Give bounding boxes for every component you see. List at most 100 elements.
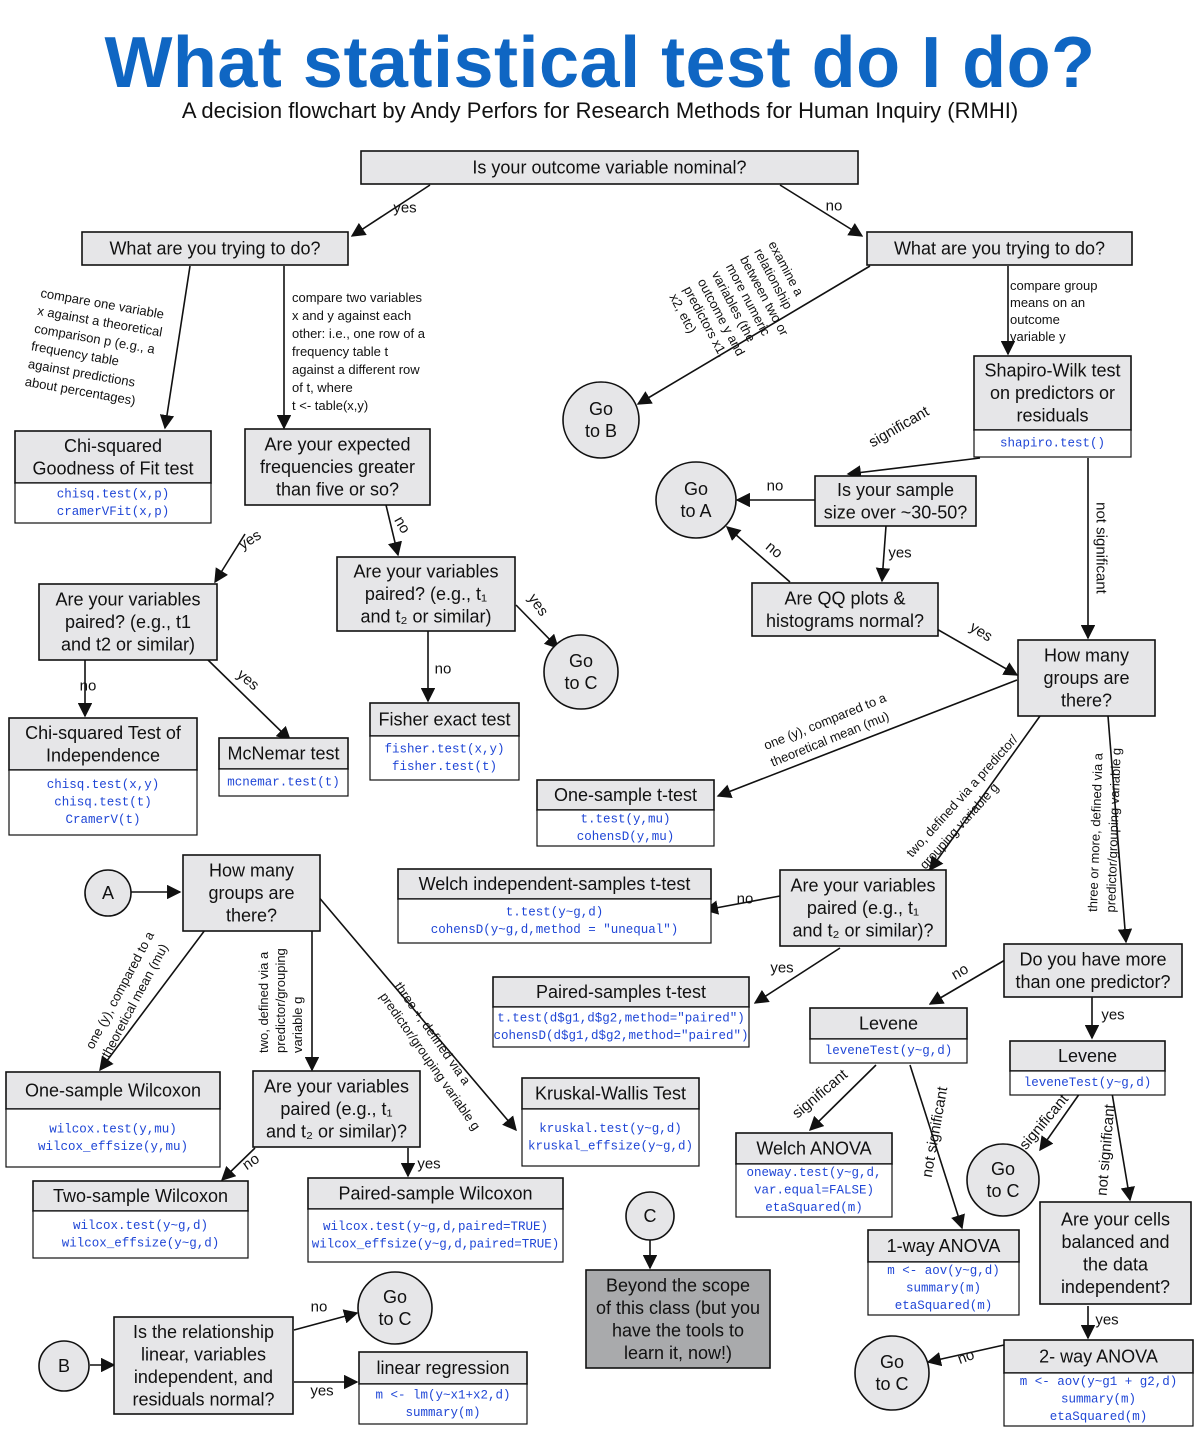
flow-arrow: [1039, 1092, 1081, 1152]
paired-sample-wilcoxon-text: Paired-sample Wilcoxon: [338, 1184, 532, 1204]
connector-b-circle-text: B: [58, 1356, 70, 1376]
one-way-anova-code: summary(m): [906, 1282, 981, 1296]
three-or-more-right-note-line: three or more, defined via a: [1085, 752, 1106, 912]
yes-label: yes: [888, 545, 911, 562]
yes-label: yes: [770, 960, 793, 977]
one-sample-wilcoxon-text: One-sample Wilcoxon: [25, 1081, 201, 1101]
flow-arrow: [207, 659, 292, 742]
mcnemar-test-code-box: [218, 768, 349, 797]
levene-test-one-text: Levene: [859, 1014, 918, 1034]
yes-label: yes: [417, 1156, 440, 1173]
paired-left-question-box: [38, 583, 218, 661]
more-predictors-question-box: [1003, 943, 1183, 998]
nominal-goal-question-box: [81, 231, 349, 266]
yes-label: yes: [524, 591, 551, 620]
paired-middle-question-text: and t₂ or similar): [360, 607, 491, 627]
linear-regression-box: [358, 1351, 528, 1385]
goto-b-circle-text: Go: [589, 399, 613, 419]
beyond-scope-box-text: of this class (but you: [596, 1298, 760, 1318]
two-way-anova-code-box: [1003, 1372, 1194, 1427]
root-question-box: [360, 150, 859, 185]
not-significant-label: not significant: [1093, 502, 1110, 595]
goto-a-circle-text: Go: [684, 479, 708, 499]
flow-arrow: [808, 1064, 877, 1132]
one-way-anova-code-box: [867, 1261, 1020, 1316]
groups-count-left-question-text: How many: [209, 861, 294, 881]
levene-test-one-box: [809, 1007, 968, 1040]
no-label: no: [435, 661, 452, 678]
kruskal-wallis-test-code: kruskal.test(y~g,d): [539, 1122, 682, 1136]
chi-squared-independence-text: Chi-squared Test of: [25, 723, 182, 743]
goto-c-circle: [854, 1335, 930, 1411]
sample-size-question-text: size over ~30-50?: [824, 502, 968, 522]
levene-test-two-text: Levene: [1058, 1046, 1117, 1066]
groups-count-left-question-box: [182, 854, 321, 932]
welch-t-test-code-box: [397, 898, 712, 944]
goto-c-circle-text: Go: [991, 1159, 1015, 1179]
paired-nonparametric-question-text: Are your variables: [264, 1077, 409, 1097]
chi-squared-independence-code-box: [8, 769, 198, 836]
groups-count-right-question-text: groups are: [1043, 668, 1129, 688]
flow-arrow: [385, 504, 402, 557]
flow-arrow: [929, 715, 1041, 872]
two-way-anova-code: m <- aov(y~g1 + g2,d): [1020, 1375, 1178, 1389]
kruskal-wallis-test-code: kruskal_effsize(y~g,d): [528, 1139, 693, 1153]
paired-nonparametric-question-text: paired (e.g., t₁: [280, 1099, 392, 1119]
sample-size-question-text: Is your sample: [837, 480, 954, 500]
two-sample-wilcoxon-code: wilcox_effsize(y~g,d): [62, 1236, 220, 1250]
welch-anova-code: oneway.test(y~g,d,: [746, 1166, 881, 1180]
numeric-goal-question-box: [866, 231, 1133, 266]
paired-nonparametric-question-box: [252, 1070, 421, 1148]
qq-plots-question-text: Are QQ plots &: [784, 588, 905, 608]
chi-squared-independence-code: chisq.test(t): [54, 796, 152, 810]
mcnemar-test-code: mcnemar.test(t): [227, 776, 340, 790]
paired-middle-question-box: [336, 556, 516, 632]
flow-arrow: [846, 457, 981, 480]
chi-squared-gof-code: cramerVFit(x,p): [57, 505, 170, 519]
compare-group-means-note-line: means on an: [1010, 295, 1085, 310]
one-sample-t-test-code: t.test(y,mu): [580, 812, 670, 826]
balanced-cells-question-text: balanced and: [1061, 1232, 1169, 1252]
yes-label: yes: [310, 1383, 333, 1400]
fisher-exact-test-code-box: [369, 735, 520, 781]
compare-group-means-note-line: variable y: [1010, 329, 1066, 344]
not-significant-label: not significant: [919, 1085, 952, 1179]
mcnemar-test-box: [218, 737, 349, 770]
welch-anova-text: Welch ANOVA: [756, 1139, 871, 1159]
goto-a-circle: [655, 461, 737, 539]
chi-squared-gof-text: Chi-squared: [64, 436, 162, 456]
linear-regression-code: m <- lm(y~x1+x2,d): [375, 1388, 510, 1402]
root-question-text: Is your outcome variable nominal?: [472, 158, 746, 178]
compare-two-variables-note-line: against a different row: [292, 362, 420, 377]
compare-two-variables-note-line: other: i.e., one row of a: [292, 326, 426, 341]
balanced-cells-question-box: [1039, 1201, 1192, 1305]
paired-nonparametric-question-text: and t₂ or similar)?: [266, 1122, 407, 1142]
three-or-more-right-note-line: predictor/grouping variable g: [1103, 748, 1124, 913]
one-sample-wilcoxon-code-box: [5, 1108, 221, 1168]
balanced-cells-question-text: independent?: [1061, 1277, 1170, 1297]
paired-right-question-box: [779, 869, 947, 947]
kruskal-wallis-test-text: Kruskal-Wallis Test: [535, 1084, 686, 1104]
chi-squared-independence-box: [8, 717, 198, 771]
yes-label: yes: [393, 200, 416, 217]
goto-c-circle-text: Go: [383, 1287, 407, 1307]
connector-a-circle-text: A: [102, 883, 114, 903]
two-way-anova-box: [1003, 1339, 1194, 1374]
two-way-anova-code: summary(m): [1061, 1393, 1136, 1407]
levene-test-one-code-box: [809, 1038, 968, 1064]
relationship-question-text: linear, variables: [141, 1344, 266, 1364]
linear-regression-text: linear regression: [376, 1358, 509, 1378]
compare-two-variables-note-line: compare two variables: [292, 290, 423, 305]
one-way-anova-box: [867, 1229, 1020, 1263]
expected-frequencies-question-text: Are your expected: [264, 435, 410, 455]
numeric-goal-question-text: What are you trying to do?: [894, 239, 1105, 259]
connector-c-circle: [625, 1191, 675, 1241]
linear-regression-code-box: [358, 1383, 528, 1425]
sample-size-question-box: [814, 475, 977, 527]
welch-t-test-text: Welch independent-samples t-test: [419, 874, 691, 894]
expected-frequencies-question-text: frequencies greater: [260, 457, 415, 477]
